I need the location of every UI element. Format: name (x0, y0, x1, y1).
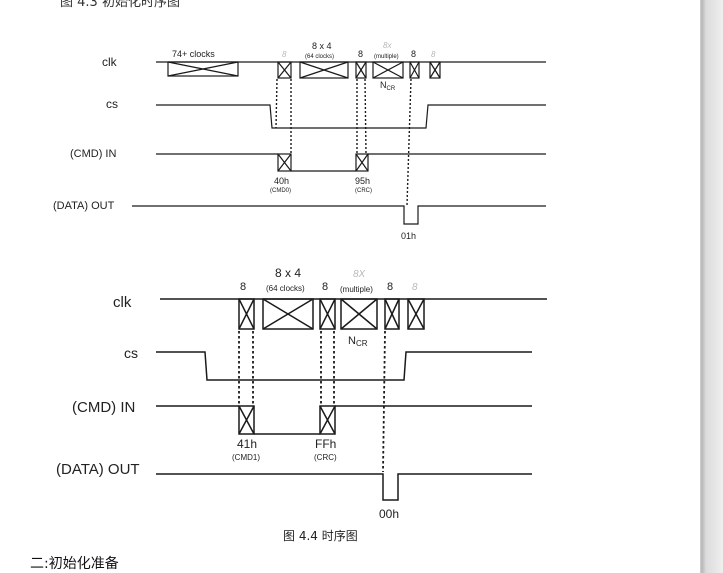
label-count-8d: 8 (431, 50, 436, 59)
label-ncr-main: N (380, 80, 387, 90)
cmd-burst-40h (277, 153, 292, 172)
label-74-clocks: 74+ clocks (172, 49, 215, 59)
label-cmd-40h: 40h (274, 176, 289, 186)
label-cmd1: (CMD1) (232, 453, 260, 462)
label-count-8x: 8X (353, 269, 366, 280)
label-resp-01h: 01h (401, 231, 416, 241)
signal-label-cmd-in: (CMD) IN (70, 148, 116, 160)
timing-diagram-top: clk cs (CMD) IN (DATA) OUT (53, 41, 546, 241)
label-count-8b: 8 (358, 49, 363, 59)
label-multiple: (multiple) (340, 285, 373, 294)
signal-label-cs: cs (124, 345, 138, 361)
clk-burst-8x4 (299, 61, 349, 79)
signal-label-cmd-in: (CMD) IN (72, 399, 135, 416)
section-heading: 二:初始化准备 (30, 556, 119, 572)
clk-burst-74 (167, 61, 239, 77)
label-8x4: 8 x 4 (312, 41, 332, 51)
label-count-8x: 8x (383, 41, 392, 50)
clk-burst-8c (384, 298, 400, 330)
timing-diagram-bottom: clk cs (CMD) IN (DATA) OUT (56, 266, 547, 521)
clk-burst-8d (407, 298, 425, 330)
clk-burst-8b (355, 61, 367, 79)
timing-diagrams: clk cs (CMD) IN (DATA) OUT (53, 41, 547, 521)
label-cmd-41h: 41h (237, 437, 257, 451)
label-cmd0: (CMD0) (270, 188, 291, 194)
label-resp-00h: 00h (379, 507, 399, 521)
signal-label-data-out: (DATA) OUT (56, 461, 140, 478)
guide-lines-bottom (238, 330, 386, 473)
label-ncr: NCR (380, 80, 396, 92)
clk-burst-8a (277, 61, 292, 79)
label-count-8d: 8 (412, 282, 418, 293)
signal-label-cs: cs (106, 97, 118, 111)
cs-line (156, 104, 546, 129)
label-8x4: 8 x 4 (275, 266, 301, 280)
label-count-8a: 8 (240, 281, 246, 293)
clk-burst-8x (340, 298, 378, 330)
label-ncr-sub: CR (356, 339, 368, 348)
document-page: 图 4.3 初始化时序图 clk cs (CMD) IN (DATA) OUT (30, 0, 547, 572)
clk-burst-8d (429, 61, 441, 79)
label-64-clocks: (64 clocks) (266, 284, 305, 293)
cmd-burst-95h (355, 153, 369, 172)
signal-label-clk: clk (102, 55, 118, 69)
label-crc-top: (CRC) (355, 188, 372, 194)
cmd-burst-ffh (319, 405, 336, 435)
data-out-line (132, 205, 546, 225)
data-out-line (156, 473, 532, 501)
label-count-8c: 8 (387, 281, 393, 293)
page-edge-shadow (700, 0, 723, 573)
clk-burst-8x (372, 61, 404, 79)
label-ncr-sub: CR (387, 86, 396, 92)
label-crc-bottom: (CRC) (314, 453, 337, 462)
label-64-clocks: (64 clocks) (305, 54, 334, 60)
header-text: 图 4.3 初始化时序图 (60, 0, 180, 10)
clk-burst-8a (238, 298, 255, 330)
label-ncr-main: N (348, 335, 356, 347)
guide-lines-top (275, 78, 412, 206)
label-ncr: NCR (348, 335, 368, 348)
cmd-burst-41h (238, 405, 255, 435)
signal-label-data-out: (DATA) OUT (53, 200, 115, 212)
figure-caption: 图 4.4 时序图 (283, 529, 358, 543)
label-multiple: (multiple) (374, 54, 399, 60)
label-crc-95h: 95h (355, 176, 370, 186)
label-crc-ffh: FFh (315, 437, 336, 451)
cs-line (156, 351, 532, 381)
label-count-8c: 8 (411, 49, 416, 59)
label-count-8b: 8 (322, 281, 328, 293)
clk-burst-8b (319, 298, 336, 330)
signal-label-clk: clk (113, 294, 132, 311)
clk-burst-8x4 (262, 298, 314, 330)
clk-burst-8c (409, 61, 420, 79)
label-count-8a: 8 (282, 50, 287, 59)
